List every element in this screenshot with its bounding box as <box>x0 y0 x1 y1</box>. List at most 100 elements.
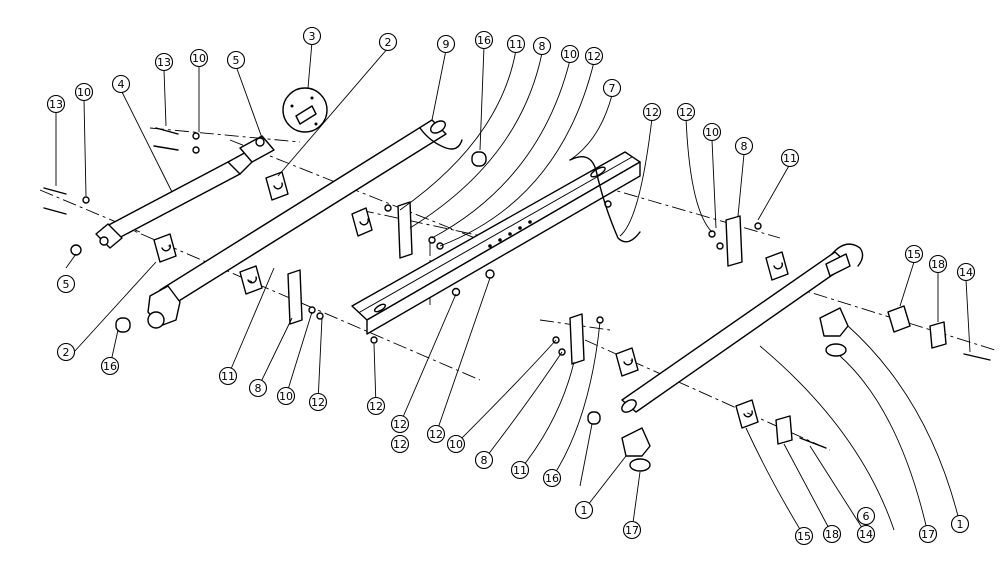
bolt <box>155 127 179 135</box>
callout-label: 12 <box>393 438 407 451</box>
callout-label: 16 <box>477 34 491 47</box>
callout-label: 7 <box>609 82 616 95</box>
callout-label: 17 <box>625 524 639 537</box>
callout-7: 7 <box>602 78 622 98</box>
callout-9: 9 <box>436 34 456 54</box>
plug-cap <box>471 151 487 167</box>
callout-label: 12 <box>429 428 443 441</box>
callout-label: 17 <box>921 528 935 541</box>
callout-3: 3 <box>302 26 322 46</box>
callout-label: 18 <box>931 258 945 271</box>
callout-label: 11 <box>509 38 523 51</box>
callout-10: 10 <box>560 44 580 64</box>
callout-18: 18 <box>822 524 842 544</box>
callout-label: 14 <box>959 266 973 279</box>
callout-label: 11 <box>513 464 527 477</box>
long-pipe-upper <box>147 119 463 329</box>
callout-label: 5 <box>233 54 240 67</box>
callout-label: 10 <box>563 48 577 61</box>
clamp <box>887 305 911 333</box>
callout-label: 15 <box>797 530 811 543</box>
main-beam-edge <box>359 156 633 313</box>
callout-12: 12 <box>584 46 604 66</box>
callout-10: 10 <box>189 48 209 68</box>
center-line-right-upper <box>599 185 781 239</box>
beam-hole <box>488 244 492 248</box>
beam-hole <box>508 232 512 236</box>
callout-17: 17 <box>918 524 938 544</box>
cylinder-body <box>102 161 241 241</box>
clamp <box>735 399 759 429</box>
coupler <box>621 427 651 457</box>
bolt <box>43 207 67 215</box>
washer <box>316 312 324 320</box>
callout-16: 16 <box>474 30 494 50</box>
pipe-lower-end <box>621 399 637 413</box>
callout-label: 13 <box>49 98 63 111</box>
callout-14: 14 <box>856 524 876 544</box>
callout-12: 12 <box>366 396 386 416</box>
leader-lines <box>55 41 971 537</box>
beam-nut <box>485 269 495 279</box>
washer <box>708 230 716 238</box>
callout-label: 15 <box>907 248 921 261</box>
clamps <box>153 171 911 429</box>
clamp <box>239 265 263 295</box>
pipe-lower-bracket <box>825 253 851 277</box>
callout-label: 1 <box>957 518 964 531</box>
bolt <box>799 437 827 449</box>
bolt <box>963 353 991 361</box>
callout-10: 10 <box>702 122 722 142</box>
washer <box>384 204 392 212</box>
callout-label: 14 <box>859 528 873 541</box>
callout-11: 11 <box>506 34 526 54</box>
center-line-lower-clamp <box>117 223 481 381</box>
bolt <box>43 187 67 195</box>
clamp <box>615 347 639 377</box>
beam-slot <box>373 303 387 313</box>
callout-4: 4 <box>111 74 131 94</box>
washer <box>370 336 378 344</box>
callout-label: 10 <box>279 390 293 403</box>
callout-5: 5 <box>226 50 246 70</box>
callout-10: 10 <box>446 434 466 454</box>
callout-8: 8 <box>532 36 552 56</box>
callout-18: 18 <box>928 254 948 274</box>
callout-label: 13 <box>157 56 171 69</box>
callout-label: 4 <box>118 78 125 91</box>
callout-label: 12 <box>311 396 325 409</box>
callout-label: 2 <box>385 36 392 49</box>
callout-11: 11 <box>510 460 530 480</box>
cylinder-rod-clevis <box>239 135 275 163</box>
washer <box>192 132 200 140</box>
clevis-pin-hole <box>99 236 109 246</box>
callout-label: 5 <box>63 278 70 291</box>
callout-16: 16 <box>542 468 562 488</box>
callout-label: 18 <box>825 528 839 541</box>
callout-label: 2 <box>63 346 70 359</box>
callout-12: 12 <box>390 434 410 454</box>
detail-part <box>295 105 317 125</box>
callout-label: 10 <box>705 126 719 139</box>
hose <box>569 156 641 243</box>
callout-2: 2 <box>378 32 398 52</box>
plate <box>569 313 585 365</box>
plate <box>397 201 413 259</box>
callout-12: 12 <box>426 424 446 444</box>
washer <box>82 196 90 204</box>
callout-16: 16 <box>100 356 120 376</box>
callout-label: 9 <box>443 38 450 51</box>
callout-label: 11 <box>221 370 235 383</box>
clamp <box>351 207 373 237</box>
callout-label: 3 <box>309 30 316 43</box>
detail-hole <box>310 96 314 100</box>
plates <box>287 201 947 445</box>
plate <box>725 215 743 267</box>
small-components <box>115 87 849 472</box>
callout-1: 1 <box>950 514 970 534</box>
clamp <box>153 233 177 263</box>
callout-label: 8 <box>741 140 748 153</box>
callout-5: 5 <box>56 274 76 294</box>
